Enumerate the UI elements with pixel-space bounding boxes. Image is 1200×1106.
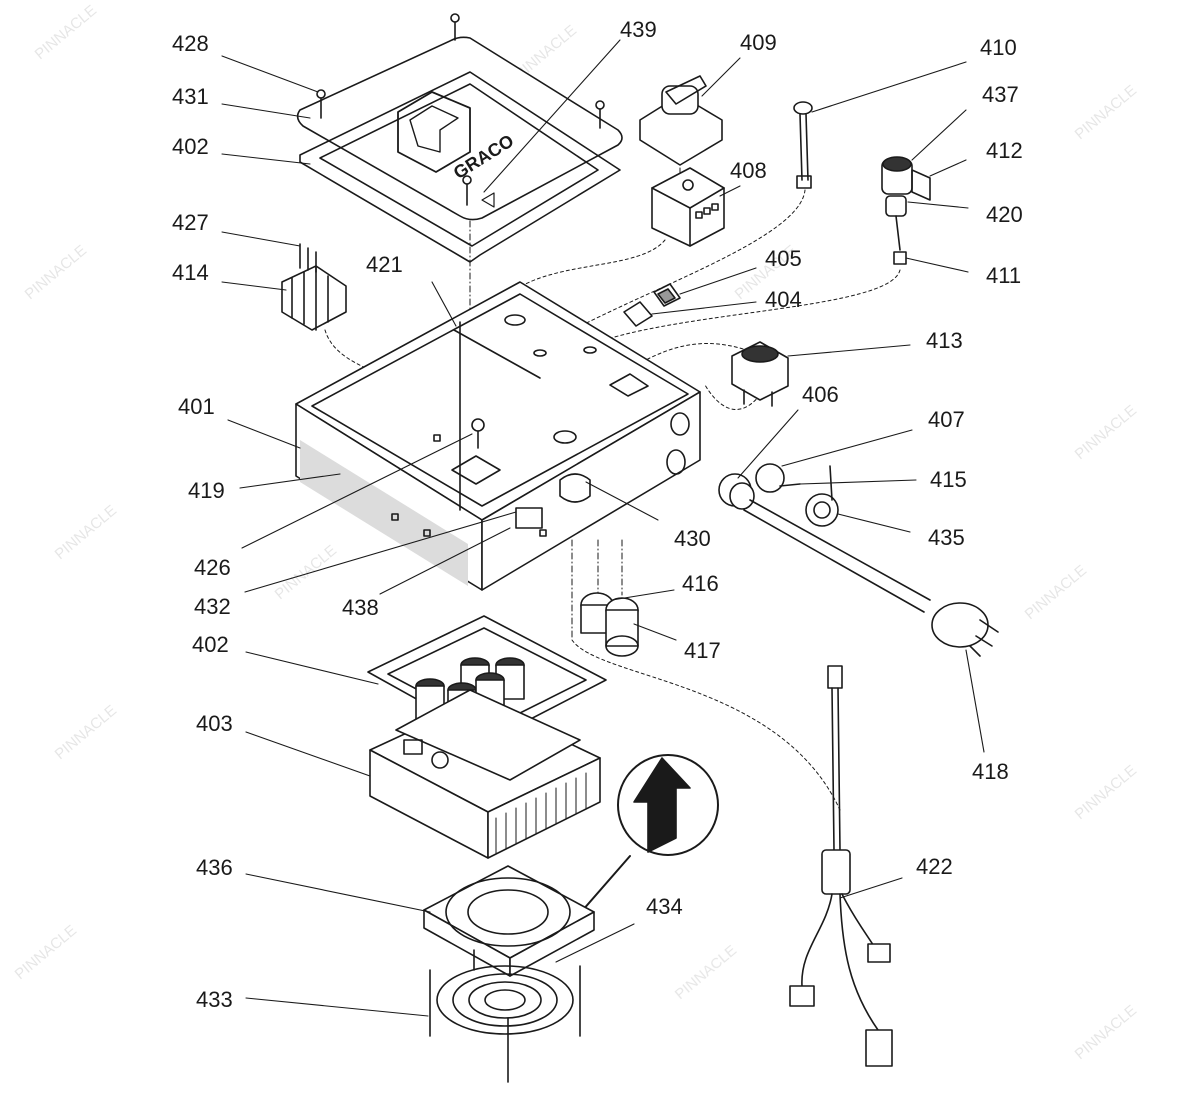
callout-410: 410 [980, 35, 1017, 60]
svg-text:PINNACLE: PINNACLE [1022, 562, 1090, 623]
harness-422 [789, 665, 893, 1067]
callout-419: 419 [188, 478, 225, 503]
callout-427: 427 [172, 210, 209, 235]
callout-439: 439 [620, 17, 657, 42]
terminal-block-414 [281, 243, 347, 331]
callout-426: 426 [194, 555, 231, 580]
cable-glands-416-417 [580, 592, 639, 657]
top-cover-431: GRACO [296, 36, 623, 221]
callout-435: 435 [928, 525, 965, 550]
callout-406: 406 [802, 382, 839, 407]
heatsink-403 [369, 689, 601, 859]
callout-420: 420 [986, 202, 1023, 227]
cord-fittings [718, 463, 999, 657]
callout-409: 409 [740, 30, 777, 55]
leader-lines [221, 39, 985, 1017]
rocker-switch-413 [731, 341, 789, 407]
svg-text:PINNACLE: PINNACLE [1072, 1002, 1140, 1063]
svg-text:PINNACLE: PINNACLE [12, 922, 80, 983]
callout-402-gasket: 402 [172, 134, 209, 159]
callout-438: 438 [342, 595, 379, 620]
enclosure-401 [295, 281, 701, 591]
side-panel-419 [300, 440, 468, 586]
callout-408: 408 [730, 158, 767, 183]
callout-431: 431 [172, 84, 209, 109]
callout-430: 430 [674, 526, 711, 551]
callout-403: 403 [196, 711, 233, 736]
callout-407: 407 [928, 407, 965, 432]
callout-436: 436 [196, 855, 233, 880]
indicator-410 [793, 101, 813, 189]
callout-433: 433 [196, 987, 233, 1012]
svg-text:PINNACLE: PINNACLE [22, 242, 90, 303]
svg-text:PINNACLE: PINNACLE [272, 542, 340, 603]
key-switch-412 [881, 156, 931, 265]
svg-text:PINNACLE: PINNACLE [32, 2, 100, 63]
svg-text:PINNACLE: PINNACLE [52, 502, 120, 563]
callout-437: 437 [982, 82, 1019, 107]
rotary-switch-409 [639, 75, 723, 166]
callout-416: 416 [682, 571, 719, 596]
callout-428: 428 [172, 31, 209, 56]
cover-screws-428 [316, 13, 605, 206]
callout-417: 417 [684, 638, 721, 663]
svg-text:PINNACLE: PINNACLE [1072, 402, 1140, 463]
cover-405-404 [623, 283, 681, 327]
airflow-inset-434 [547, 754, 719, 951]
callout-432: 432 [194, 594, 231, 619]
switch-body-408 [651, 167, 725, 247]
fan-guard-433 [429, 949, 581, 1083]
svg-text:PINNACLE: PINNACLE [52, 702, 120, 763]
callout-415: 415 [930, 467, 967, 492]
callout-401: 401 [178, 394, 215, 419]
svg-text:PINNACLE: PINNACLE [672, 942, 740, 1003]
callout-434: 434 [646, 894, 683, 919]
label-438 [515, 507, 543, 529]
callout-412: 412 [986, 138, 1023, 163]
svg-text:PINNACLE: PINNACLE [1072, 762, 1140, 823]
callout-418: 418 [972, 759, 1009, 784]
callout-402-lower: 402 [192, 632, 229, 657]
callout-413: 413 [926, 328, 963, 353]
callout-405: 405 [765, 246, 802, 271]
callout-422: 422 [916, 854, 953, 879]
gasket-402 [299, 71, 621, 263]
fan-436 [423, 865, 595, 977]
callout-414: 414 [172, 260, 209, 285]
callout-421: 421 [366, 252, 403, 277]
callout-404: 404 [765, 287, 802, 312]
svg-text:PINNACLE: PINNACLE [1072, 82, 1140, 143]
callout-411: 411 [986, 263, 1022, 288]
